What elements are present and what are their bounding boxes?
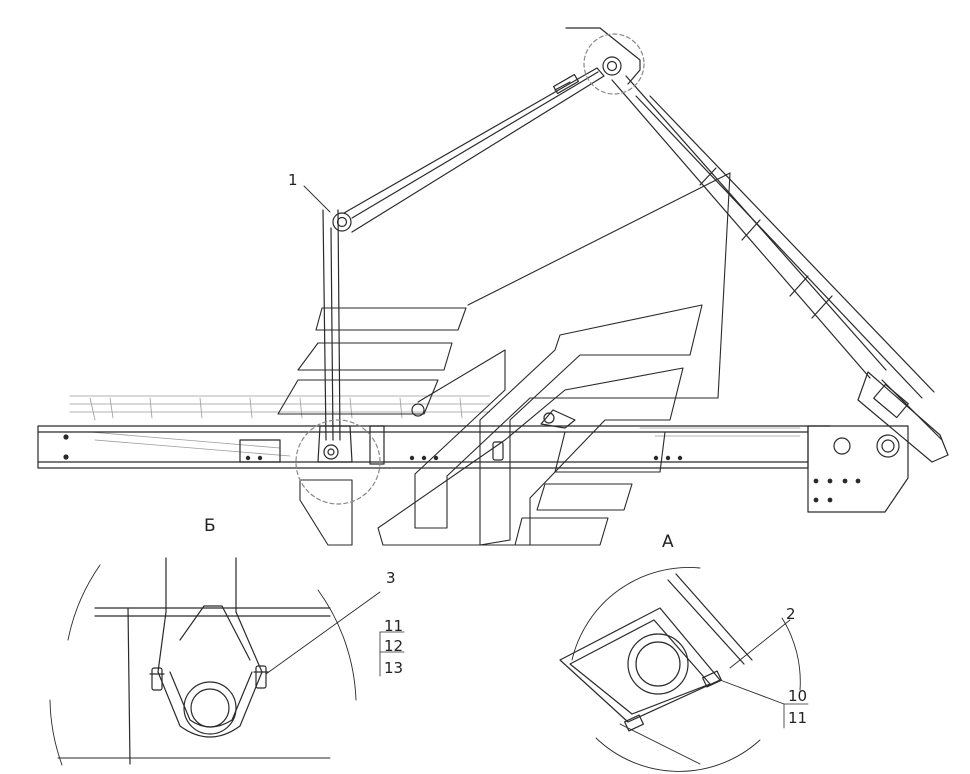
detail-circle-a	[583, 33, 645, 95]
detail-view-a	[559, 567, 809, 772]
strut-base-bracket	[317, 409, 576, 465]
leader-2	[729, 619, 791, 669]
detail-view-b	[49, 557, 405, 766]
callout-3: 3	[386, 569, 396, 587]
callout-10: 10	[788, 687, 808, 705]
callout-12: 12	[384, 637, 404, 655]
main-assembly-view	[37, 27, 949, 546]
frame-rail	[37, 425, 831, 469]
callout-11-b: 11	[384, 617, 404, 635]
callout-2: 2	[786, 605, 796, 623]
reference-lines	[69, 395, 801, 457]
rear-bracket-plate	[807, 425, 909, 513]
right-hinge-arm	[565, 27, 949, 463]
cab-side-panels	[277, 172, 731, 546]
leader-3	[265, 591, 381, 675]
vertical-strut	[322, 209, 352, 441]
leader-1	[303, 185, 331, 213]
callout-13: 13	[384, 659, 404, 677]
leader-10	[719, 679, 785, 705]
detail-circle-b	[295, 419, 381, 505]
callout-1: 1	[288, 171, 298, 189]
view-label-b: Б	[204, 516, 216, 536]
view-label-a: А	[662, 532, 674, 552]
upper-diagonal-arm	[343, 56, 622, 233]
callout-11-a: 11	[788, 709, 808, 727]
